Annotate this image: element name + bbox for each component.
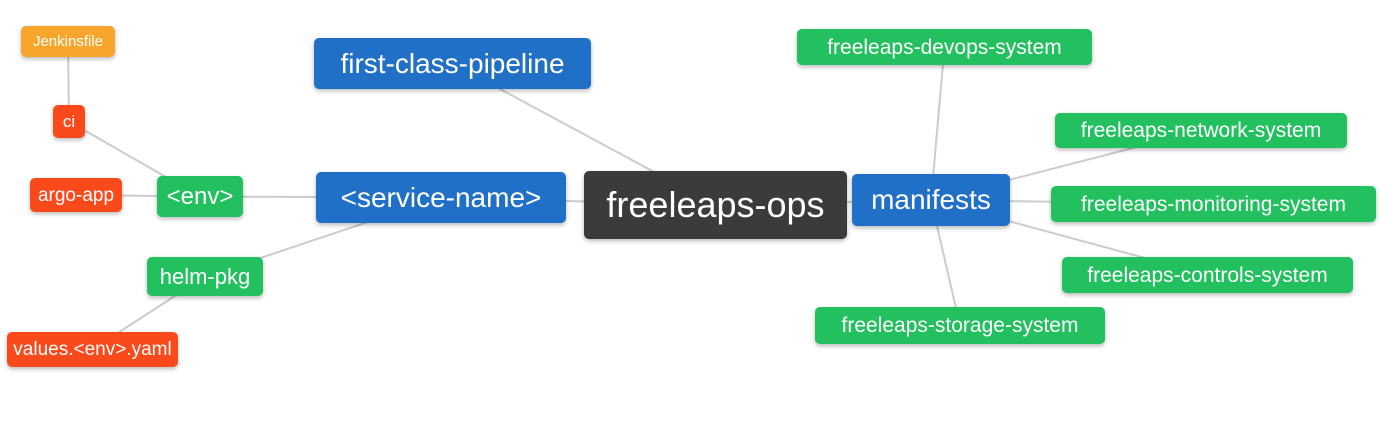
node-controls-system[interactable]: freeleaps-controls-system	[1062, 257, 1353, 293]
node-devops-system[interactable]: freeleaps-devops-system	[797, 29, 1092, 65]
node-env[interactable]: <env>	[157, 176, 243, 217]
node-ci[interactable]: ci	[53, 105, 85, 138]
node-freeleaps-ops[interactable]: freeleaps-ops	[584, 171, 847, 239]
node-service-name[interactable]: <service-name>	[316, 172, 566, 223]
node-monitoring-system[interactable]: freeleaps-monitoring-system	[1051, 186, 1376, 222]
node-helm-pkg[interactable]: helm-pkg	[147, 257, 263, 296]
node-manifests[interactable]: manifests	[852, 174, 1010, 226]
node-network-system[interactable]: freeleaps-network-system	[1055, 113, 1347, 148]
node-values-env-yaml[interactable]: values.<env>.yaml	[7, 332, 178, 367]
node-argo-app[interactable]: argo-app	[30, 178, 122, 212]
node-first-class-pipeline[interactable]: first-class-pipeline	[314, 38, 591, 89]
node-jenkinsfile[interactable]: Jenkinsfile	[21, 26, 115, 57]
node-storage-system[interactable]: freeleaps-storage-system	[815, 307, 1105, 344]
